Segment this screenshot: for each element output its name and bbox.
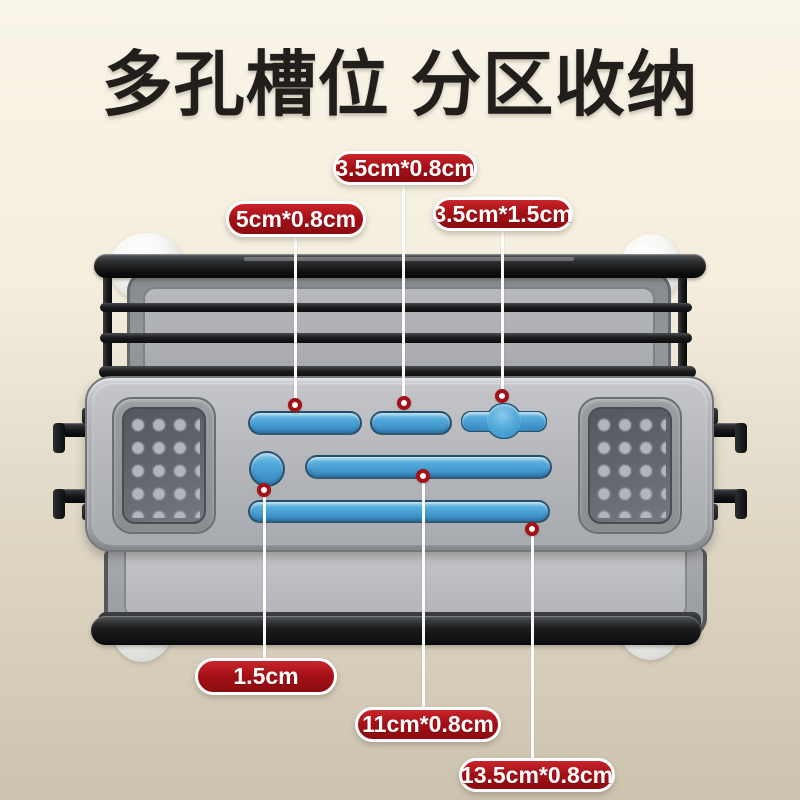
- knife-slot-bottom: [248, 500, 550, 523]
- top-rail: [94, 254, 706, 278]
- lower-tray-inner: [124, 548, 687, 618]
- round-hole: [249, 451, 285, 487]
- wall-hook-left-1: [53, 421, 93, 453]
- callout-marker-top-middle: [397, 396, 411, 410]
- hook-tab: [53, 423, 65, 453]
- dimension-badge-top-left: 5cm*0.8cm: [226, 201, 366, 237]
- knife-slot-top-middle: [370, 411, 452, 435]
- dimension-badge-middle-slot: 11cm*0.8cm: [355, 707, 501, 742]
- left-utensil-basket: [112, 397, 216, 534]
- page-title: 多孔槽位 分区收纳: [101, 46, 699, 125]
- dimension-badge-top-middle: 3.5cm*0.8cm: [333, 151, 477, 185]
- hook-tab: [735, 489, 747, 519]
- top-rail-highlight: [244, 257, 574, 261]
- dimension-badge-top-right: 3.5cm*1.5cm: [433, 197, 573, 231]
- hook-tab: [735, 423, 747, 453]
- drain-holes-pattern: [594, 413, 666, 518]
- dimension-badge-bottom-slot: 13.5cm*0.8cm: [459, 758, 615, 792]
- leader-line-bottom-left: [263, 495, 266, 661]
- hook-tab: [53, 489, 65, 519]
- frame-wire-bar-3: [99, 366, 696, 378]
- frame-wire-left: [103, 262, 112, 382]
- basket-inner: [588, 407, 672, 524]
- callout-marker-middle-slot: [416, 469, 430, 483]
- callout-marker-top-left: [288, 398, 302, 412]
- frame-wire-right: [678, 262, 687, 382]
- knife-slot-top-left: [248, 411, 362, 435]
- frame-wire-bar-1: [100, 303, 692, 312]
- callout-marker-bottom-slot: [525, 522, 539, 536]
- frame-wire-bar-2: [100, 333, 692, 343]
- wall-hook-left-2: [53, 487, 93, 519]
- callout-marker-top-right: [495, 389, 509, 403]
- wall-hook-right-2: [707, 487, 747, 519]
- leader-line-bottom-middle: [422, 481, 425, 709]
- leader-line-top-right: [501, 229, 504, 393]
- drain-holes-pattern: [128, 413, 200, 518]
- callout-marker-round-hole: [257, 483, 271, 497]
- leader-line-top-left: [294, 235, 297, 401]
- slot-bulge: [487, 404, 521, 438]
- leader-line-bottom-right: [531, 534, 534, 760]
- dimension-badge-round-hole: 1.5cm: [195, 658, 337, 695]
- leader-line-top-middle: [402, 183, 405, 399]
- basket-inner: [122, 407, 206, 524]
- knife-slot-top-right-with-bulge: [462, 399, 546, 443]
- bottom-rail: [91, 616, 701, 645]
- wall-hook-right-1: [707, 421, 747, 453]
- right-utensil-basket: [578, 397, 682, 534]
